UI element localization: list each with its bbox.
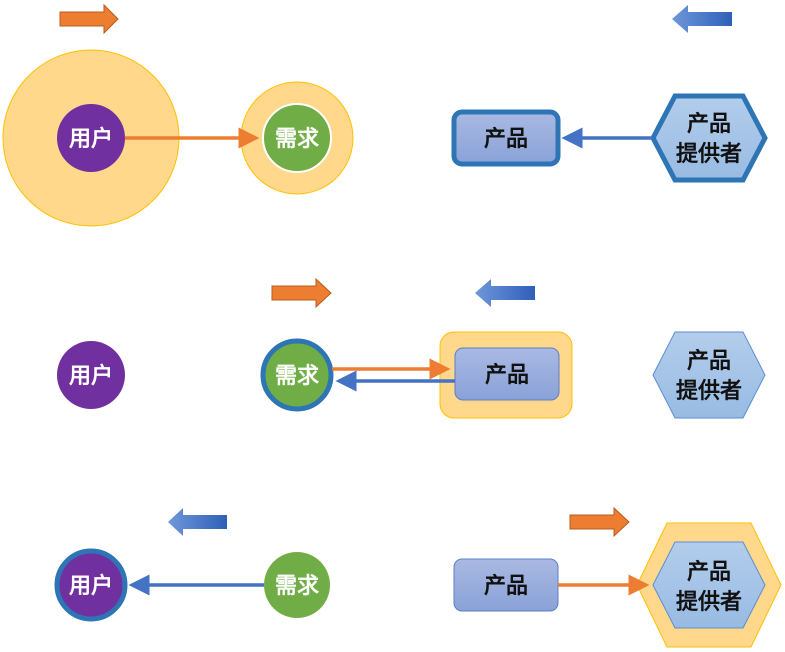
user-node[interactable]: 用户 <box>57 104 125 172</box>
direction-arrow-left-icon <box>168 508 227 536</box>
provider-label-line2: 提供者 <box>676 589 742 615</box>
demand-label: 需求 <box>275 574 319 599</box>
demand-label: 需求 <box>275 127 319 152</box>
direction-arrow-left-icon <box>672 5 732 33</box>
user-node[interactable]: 用户 <box>57 341 125 409</box>
demand-node[interactable]: 需求 <box>260 338 334 412</box>
row-3: 用户 需求 产品 产品 提供者 <box>54 506 782 648</box>
product-label: 产品 <box>484 574 528 599</box>
provider-node[interactable]: 产品 提供者 <box>652 331 766 419</box>
provider-label-line1: 产品 <box>687 560 731 585</box>
direction-arrow-left-icon <box>475 279 535 307</box>
row-1: 用户 需求 产品 产品 提供者 <box>2 3 768 227</box>
product-label: 产品 <box>484 127 528 152</box>
direction-arrow-right-icon <box>569 506 630 538</box>
product-node[interactable]: 产品 <box>453 558 559 612</box>
provider-label-line2: 提供者 <box>676 378 742 404</box>
demand-label: 需求 <box>275 364 319 389</box>
user-node[interactable]: 用户 <box>54 548 128 622</box>
provider-label-line2: 提供者 <box>676 141 742 167</box>
row-2: 用户 需求 产品 产品 提供者 <box>57 277 766 419</box>
user-label: 用户 <box>69 126 113 152</box>
provider-node[interactable]: 产品 提供者 <box>650 93 768 183</box>
user-label: 用户 <box>69 363 113 389</box>
user-label: 用户 <box>69 573 113 599</box>
provider-label-line1: 产品 <box>687 112 731 137</box>
provider-label-line1: 产品 <box>687 349 731 374</box>
direction-arrow-right-icon <box>59 3 119 35</box>
product-node[interactable]: 产品 <box>451 109 561 167</box>
provider-node[interactable]: 产品 提供者 <box>652 541 766 629</box>
demand-node[interactable]: 需求 <box>264 552 330 618</box>
product-label: 产品 <box>485 363 529 388</box>
demand-node[interactable]: 需求 <box>262 103 332 173</box>
product-node[interactable]: 产品 <box>454 347 560 401</box>
direction-arrow-right-icon <box>271 277 332 309</box>
